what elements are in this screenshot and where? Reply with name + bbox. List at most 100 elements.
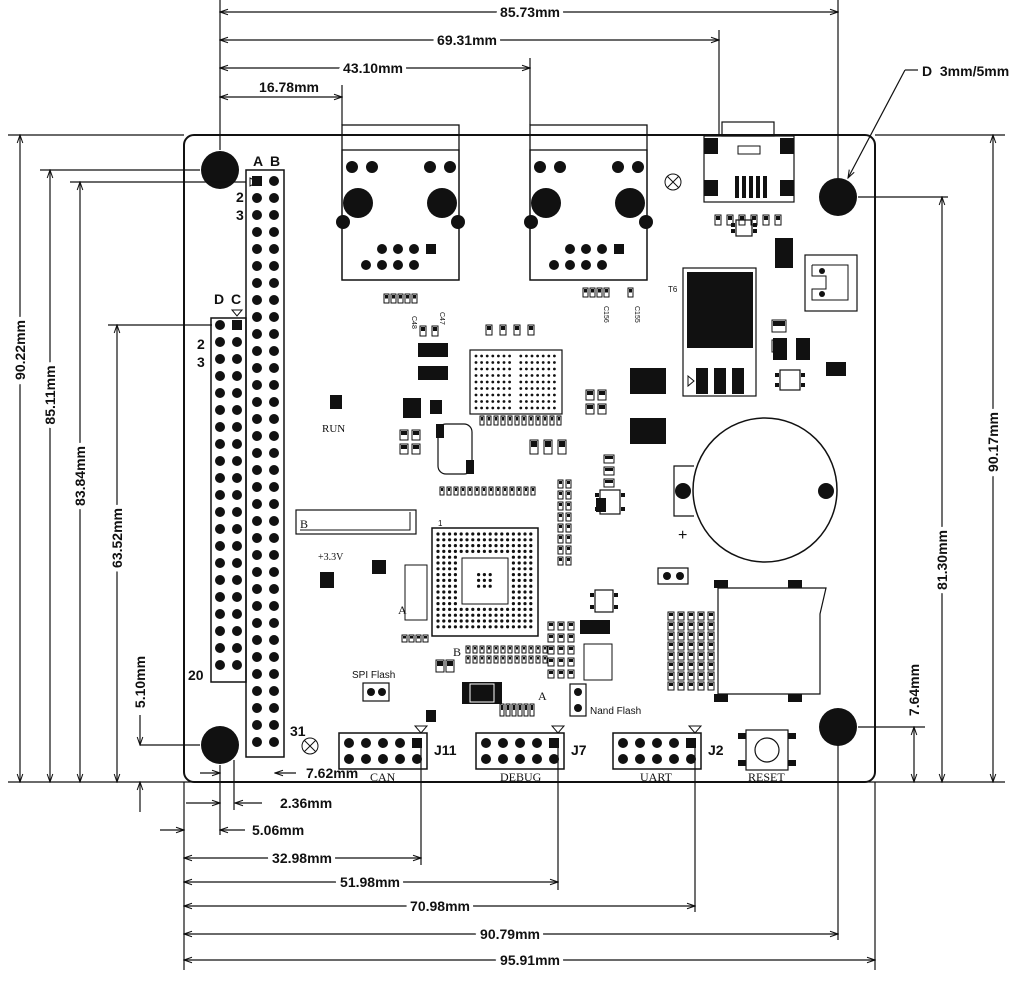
header-pin xyxy=(232,660,242,670)
label-nand-flash: Nand Flash xyxy=(590,706,641,717)
header-pin xyxy=(635,754,645,764)
battery-holder xyxy=(673,417,838,563)
header-pin xyxy=(252,295,262,305)
header-pin xyxy=(215,371,225,381)
header-pin xyxy=(252,176,262,186)
label-c155: C155 xyxy=(633,306,640,323)
header-pin xyxy=(269,227,279,237)
header-pin xyxy=(269,346,279,356)
header-pin xyxy=(269,737,279,747)
label-3v3: +3.3V xyxy=(318,552,344,563)
header-pin xyxy=(215,524,225,534)
box-headers xyxy=(338,725,703,770)
header-pin xyxy=(215,456,225,466)
header-pin xyxy=(395,754,405,764)
header-pin xyxy=(269,499,279,509)
header-pin xyxy=(669,738,679,748)
header-pin xyxy=(252,482,262,492)
label-a-left: A xyxy=(398,603,407,617)
header-pin xyxy=(481,738,491,748)
label-c156: C156 xyxy=(602,306,609,323)
header-pin xyxy=(252,550,262,560)
usb-connector xyxy=(703,121,795,203)
header-pin xyxy=(232,405,242,415)
rj45-jack xyxy=(524,124,653,281)
header-pin xyxy=(269,210,279,220)
extension-lines xyxy=(8,0,1005,970)
header-pin xyxy=(395,738,405,748)
header-pin xyxy=(252,516,262,526)
header-pin xyxy=(215,660,225,670)
header-ab-outline xyxy=(245,169,285,758)
pin-label-2: 2 xyxy=(236,189,244,205)
row-label-d: D xyxy=(214,291,224,307)
header-pin xyxy=(269,193,279,203)
smd-components xyxy=(320,214,846,722)
rj45-jack xyxy=(336,124,465,281)
header-pin xyxy=(252,346,262,356)
j11-can-header xyxy=(338,732,428,770)
dim-left-85-11: 85.11mm xyxy=(42,365,58,424)
header-pin xyxy=(232,422,242,432)
ethernet-jacks xyxy=(336,124,653,281)
header-cd-outline xyxy=(210,317,247,683)
label-c48: C48 xyxy=(410,316,417,329)
header-pin xyxy=(498,738,508,748)
header-pin xyxy=(269,244,279,254)
row-label-b: B xyxy=(270,153,280,169)
header-pin xyxy=(252,329,262,339)
header-pin xyxy=(252,278,262,288)
header-pin xyxy=(549,754,559,764)
header-pin xyxy=(269,516,279,526)
header-pin xyxy=(269,720,279,730)
ram-chip xyxy=(469,349,563,415)
header-pin xyxy=(232,320,242,330)
header-pin xyxy=(215,558,225,568)
header-pin xyxy=(269,312,279,322)
header-pin xyxy=(215,405,225,415)
dim-left-5-10: 5.10mm xyxy=(132,656,148,708)
header-pin xyxy=(498,754,508,764)
header-pin xyxy=(232,490,242,500)
header-pin xyxy=(215,507,225,517)
header-pin xyxy=(269,295,279,305)
header-pin xyxy=(232,575,242,585)
dim-top-85-73: 85.73mm xyxy=(500,4,560,20)
header-pin xyxy=(269,618,279,628)
dim-left-90-22: 90.22mm xyxy=(12,320,28,380)
dim-bottom-2-36: 2.36mm xyxy=(280,795,332,811)
header-pin xyxy=(252,720,262,730)
header-pin xyxy=(252,261,262,271)
j2-uart-header xyxy=(612,732,702,770)
header-pin xyxy=(652,738,662,748)
header-pin xyxy=(252,465,262,475)
header-pin xyxy=(215,609,225,619)
dim-bottom-32-98: 32.98mm xyxy=(272,850,332,866)
mounting-holes xyxy=(201,151,857,764)
header-pin xyxy=(361,754,371,764)
header-pin xyxy=(269,635,279,645)
header-pin xyxy=(269,329,279,339)
mounting-hole xyxy=(201,726,239,764)
connector-label-debug: DEBUG xyxy=(500,770,542,784)
dim-right-90-17: 90.17mm xyxy=(985,412,1001,472)
header-pin xyxy=(252,312,262,322)
sd-card-socket xyxy=(714,580,827,702)
label-pin1: 1 xyxy=(438,519,443,528)
header-pin xyxy=(532,738,542,748)
header-pin xyxy=(269,448,279,458)
header-pin xyxy=(252,567,262,577)
header-pin xyxy=(252,703,262,713)
dim-bottom-51-98: 51.98mm xyxy=(340,874,400,890)
header-pin xyxy=(269,414,279,424)
header-pin xyxy=(412,754,422,764)
header-pin xyxy=(344,754,354,764)
header-pin xyxy=(215,320,225,330)
header-pin xyxy=(618,738,628,748)
header-pin xyxy=(252,686,262,696)
header-pin xyxy=(215,337,225,347)
header-pin xyxy=(252,363,262,373)
header-pin xyxy=(269,686,279,696)
header-pin xyxy=(215,541,225,551)
header-pin xyxy=(686,738,696,748)
